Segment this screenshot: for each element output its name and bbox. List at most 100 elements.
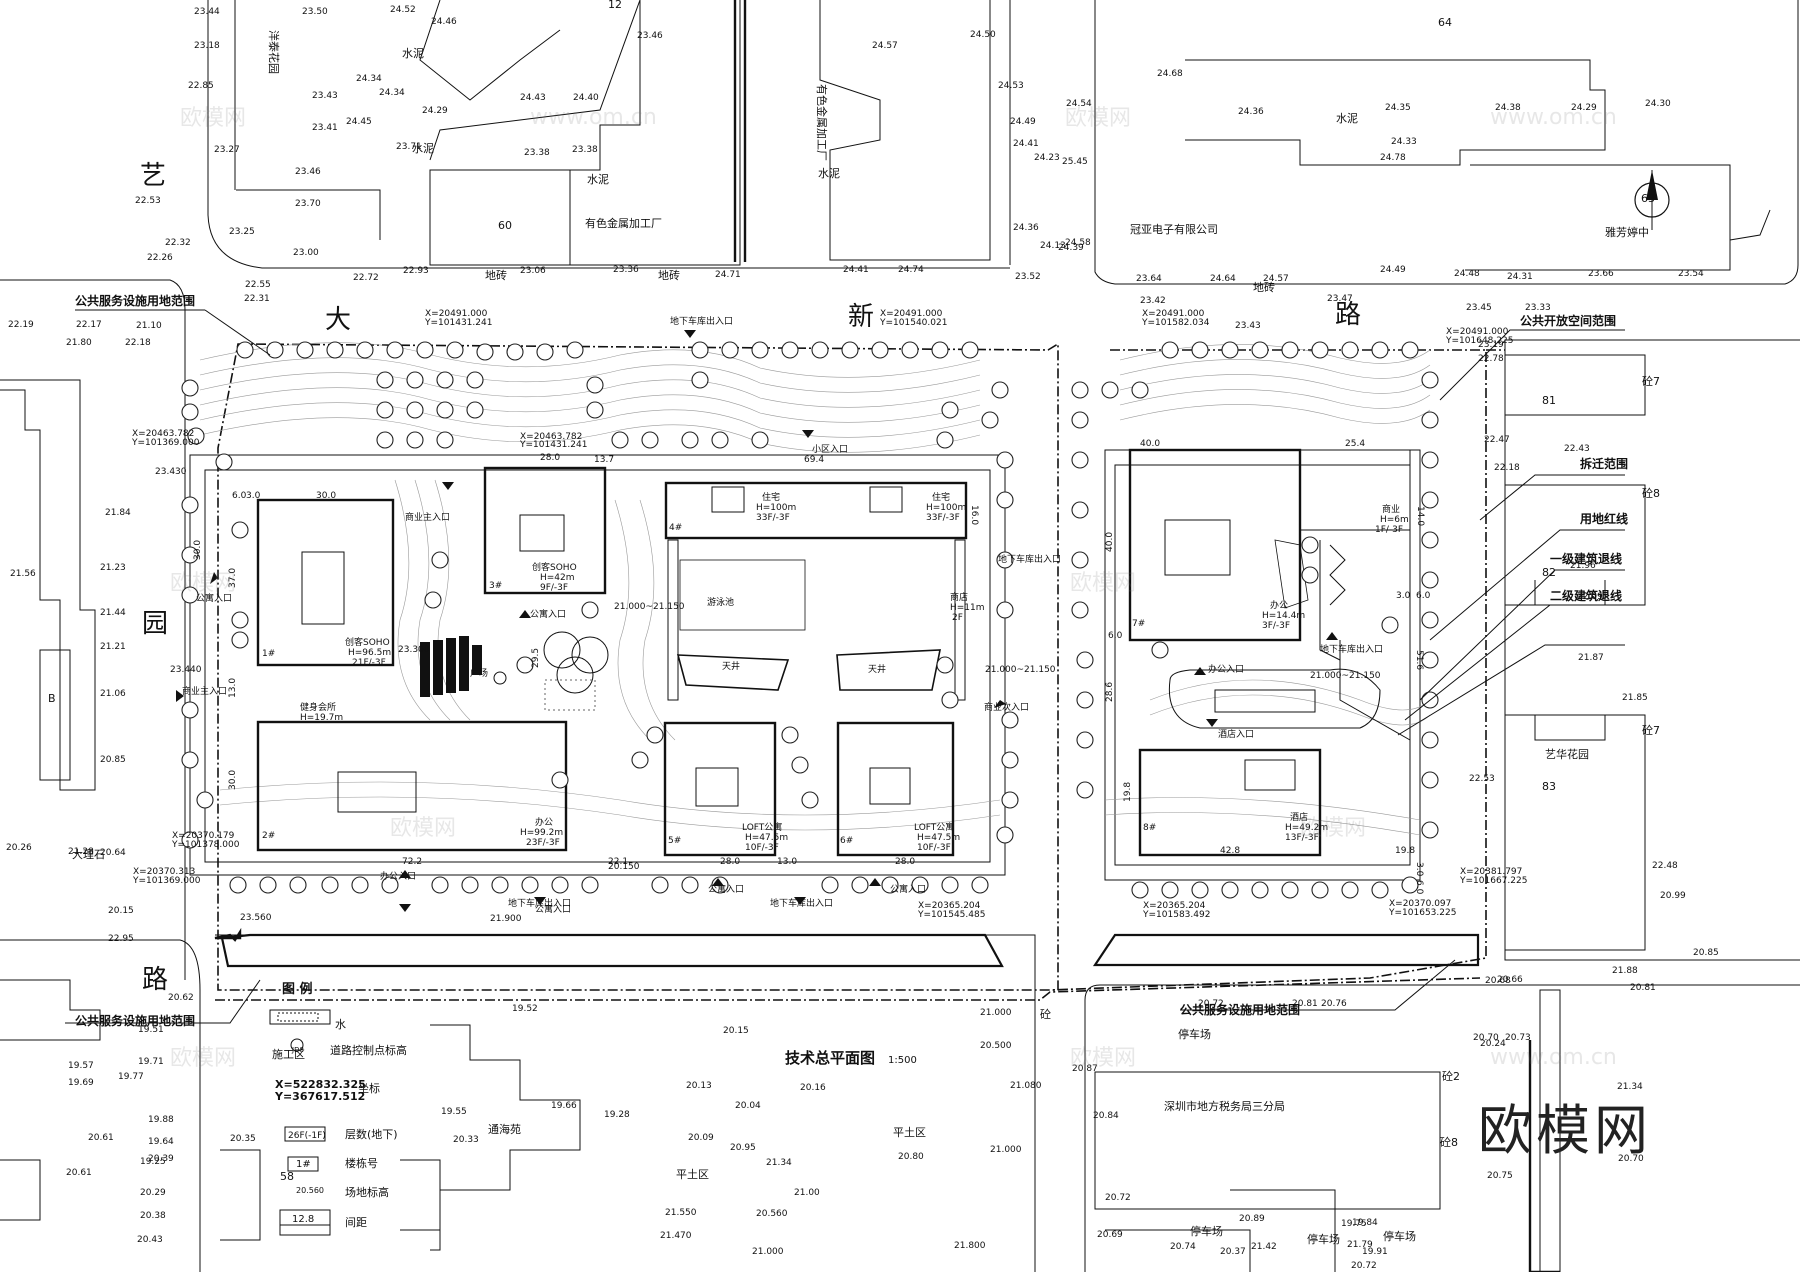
spot-elevation: 23.42 <box>1140 296 1166 306</box>
spot-elevation: 23.46 <box>295 167 321 177</box>
dimension: 13.0 <box>228 678 238 698</box>
dimension: 51.6 <box>1414 650 1424 670</box>
place-label: 82 <box>1542 566 1556 579</box>
watermark: 欧模网 <box>1300 816 1367 841</box>
spot-elevation: 20.87 <box>1072 1064 1098 1074</box>
spot-elevation: 19.64 <box>148 1137 174 1147</box>
bldg-5-no: 5# <box>668 836 681 846</box>
spot-elevation: 23.440 <box>170 665 202 675</box>
spot-elevation: 21.28 <box>68 847 94 857</box>
spot-elevation: 20.500 <box>980 1041 1012 1051</box>
spot-elevation: 20.64 <box>100 848 126 858</box>
spot-elevation: 21.21 <box>100 642 126 652</box>
spot-elevation: 23.38 <box>524 148 550 158</box>
trees <box>181 341 1439 899</box>
spot-elevation: 24.54 <box>1066 99 1092 109</box>
spot-elevation: 24.74 <box>898 265 924 275</box>
landscape-contours <box>199 342 1431 836</box>
bldg-5-name: LOFT公寓 <box>742 821 782 833</box>
spot-elevation: 23.38 <box>572 145 598 155</box>
dimension: 19.8 <box>1395 846 1415 856</box>
drawing-title: 技术总平面图 1:500 <box>785 1049 917 1067</box>
spot-elevation: 22.18 <box>1494 463 1520 473</box>
spot-elevation: 20.04 <box>735 1101 761 1111</box>
spot-elevation: 23.25 <box>229 227 255 237</box>
legend-road-control: 道路控制点标高 <box>330 1043 407 1057</box>
coordinate: Y=101545.485 <box>917 910 985 920</box>
dimension: 14.0 <box>1415 506 1425 526</box>
boundary-lines <box>189 342 1505 1001</box>
spot-elevation: 20.68 <box>1485 976 1511 986</box>
place-label: 地砖 <box>658 268 680 282</box>
spot-elevation: 19.71 <box>138 1057 164 1067</box>
place-label: 水泥 <box>412 142 434 155</box>
place-label: 有色金属加工厂 <box>585 216 662 230</box>
spot-elevation: 23.33 <box>1525 303 1551 313</box>
spot-elevation: 24.43 <box>520 93 546 103</box>
legend-box <box>269 1009 331 1236</box>
spot-elevation: 20.73 <box>1505 1033 1531 1043</box>
watermark: 欧模网 <box>390 816 457 841</box>
road-yuan: 园 <box>142 609 168 639</box>
spot-elevation: 19.51 <box>138 1025 164 1035</box>
spot-elevation: 20.74 <box>1170 1242 1196 1252</box>
coordinate: Y=101582.034 <box>1141 318 1210 328</box>
spot-elevation: 20.95 <box>730 1143 756 1153</box>
legend-coord-y: Y=367617.512 <box>274 1090 365 1103</box>
watermark: 欧模网 <box>180 106 247 131</box>
spot-elevation: 20.72 <box>1351 1261 1377 1271</box>
spot-elevation: 20.24 <box>1480 1039 1506 1049</box>
spot-elevation: 23.44 <box>194 7 220 17</box>
coordinate: 21.000~21.150 <box>614 602 685 612</box>
place-label: 60 <box>498 219 512 232</box>
spot-elevation: 24.29 <box>1571 103 1597 113</box>
place-label: 平土区 <box>676 1168 709 1181</box>
spot-elevation: 24.45 <box>346 117 372 127</box>
bldg-8-no: 8# <box>1143 823 1156 833</box>
place-label: 砼2 <box>1442 1070 1460 1083</box>
bldg-1-f: 21F/-3F <box>352 658 386 668</box>
brand-logo: 欧模网 <box>1478 1099 1652 1162</box>
place-label: 地砖 <box>485 268 507 282</box>
spot-elevation: 24.46 <box>431 17 457 27</box>
spot-elevation: 24.49 <box>1380 265 1406 275</box>
spot-elevation: 21.44 <box>100 608 126 618</box>
road-lu: 路 <box>1335 300 1361 330</box>
dimension: 3.0 <box>1414 862 1424 877</box>
place-label: 洋泰花园 <box>267 30 281 74</box>
watermark: www.om.cn <box>1490 1045 1617 1070</box>
spot-elevation: 24.39 <box>1058 243 1084 253</box>
entrance-label: 游泳池 <box>707 596 734 608</box>
road-xin: 新 <box>848 302 874 332</box>
entrance-label: 天井 <box>722 660 740 672</box>
callout-public-service-2: 公共服务设施用地范围 <box>75 1013 195 1028</box>
spot-elevation: 19.88 <box>148 1115 174 1125</box>
spot-elevation: 20.15 <box>723 1026 749 1036</box>
legend-spacing: 间距 <box>345 1216 367 1229</box>
spot-elevation: 23.560 <box>240 913 272 923</box>
spot-elevation: 20.16 <box>800 1083 826 1093</box>
spot-elevation: 24.34 <box>356 74 382 84</box>
spot-elevation: 19.91 <box>1362 1247 1388 1257</box>
bldg-6-f: 10F/-3F <box>917 843 951 853</box>
spot-elevation: 22.55 <box>245 280 271 290</box>
buildings <box>256 448 1411 857</box>
spot-elevation: 22.17 <box>76 320 102 330</box>
callout-setback-1: 一级建筑退线 <box>1550 551 1622 566</box>
bldg-1-no: 1# <box>262 649 275 659</box>
dimension: 30.0 <box>193 540 203 560</box>
coordinate: X=20365.204 <box>918 901 981 911</box>
spot-elevation: 24.57 <box>872 41 898 51</box>
spot-elevation: 23.00 <box>293 248 319 258</box>
spot-elevation: 23.47 <box>1327 294 1353 304</box>
place-label: 83 <box>1542 780 1556 793</box>
spot-elevation: 21.96 <box>1570 561 1596 571</box>
spot-elevation: 19.84 <box>1352 1218 1378 1228</box>
dimension: 6.0 <box>232 491 247 501</box>
spot-elevation: 23.43 <box>1235 321 1261 331</box>
spot-elevation: 21.34 <box>1617 1082 1643 1092</box>
dimension: 6.0 <box>1416 591 1431 601</box>
road-yi: 艺 <box>140 161 166 191</box>
coordinate: Y=101653.225 <box>1388 908 1456 918</box>
